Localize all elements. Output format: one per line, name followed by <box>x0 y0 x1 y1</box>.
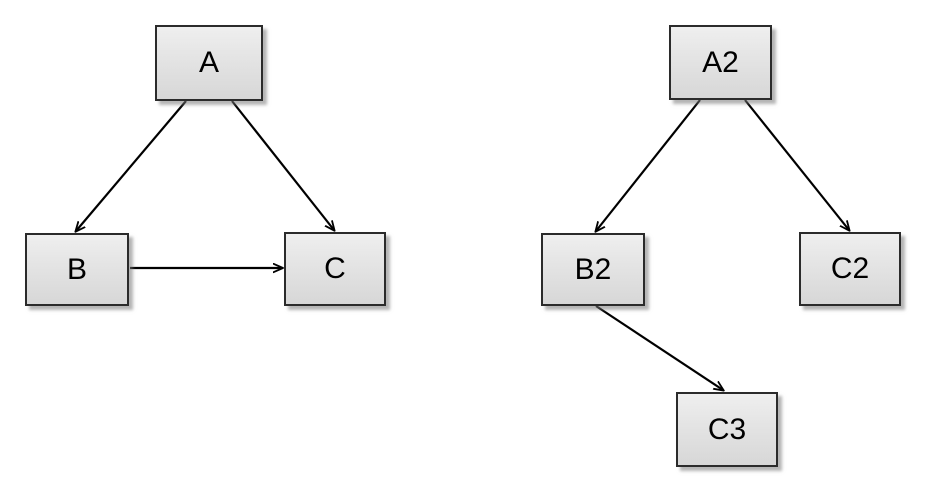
node-b-label: B <box>66 252 87 286</box>
node-a2[interactable]: A2 <box>669 25 772 100</box>
node-a-label: A <box>198 46 219 79</box>
node-c2[interactable]: C2 <box>799 232 901 306</box>
edge-a-b <box>76 100 187 231</box>
node-c-label: C <box>324 252 346 285</box>
node-c[interactable]: C <box>284 232 386 306</box>
edge-b2-c3 <box>595 305 723 390</box>
node-b2[interactable]: B2 <box>541 233 645 306</box>
node-c3[interactable]: C3 <box>676 392 778 467</box>
node-c2-label: C2 <box>830 252 870 285</box>
node-a2-label: A2 <box>702 45 739 79</box>
node-b[interactable]: B <box>25 233 129 306</box>
edge-a-c <box>231 100 334 230</box>
node-a[interactable]: A <box>155 25 263 101</box>
edge-a2-c2 <box>744 99 849 230</box>
node-b2-label: B2 <box>574 252 612 286</box>
node-c3-label: C3 <box>707 412 747 446</box>
edge-a2-b2 <box>596 99 701 231</box>
